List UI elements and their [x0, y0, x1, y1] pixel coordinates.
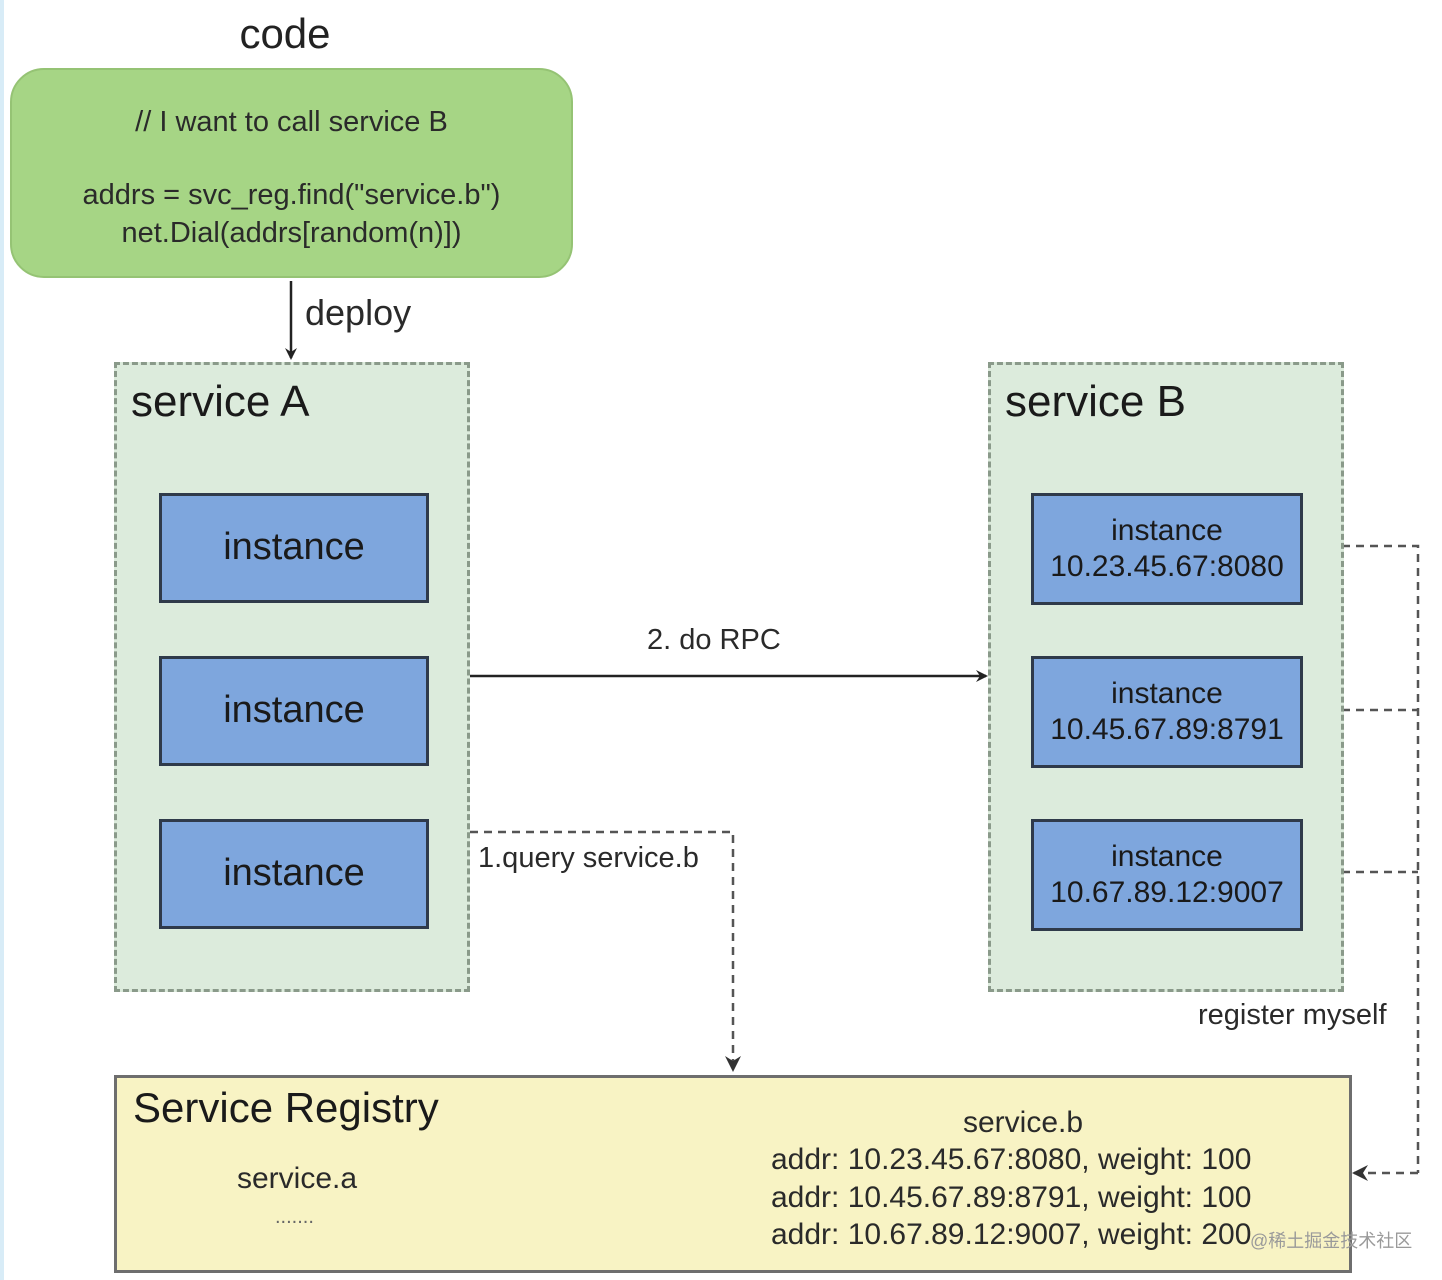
service-b-box: service B instance 10.23.45.67:8080 inst… [988, 362, 1344, 992]
register-line-1 [1300, 544, 1420, 1173]
instance-label: instance [1111, 514, 1223, 547]
registry-entry: addr: 10.23.45.67:8080, weight: 100 [771, 1143, 1252, 1176]
registry-ellipsis: ....... [275, 1206, 314, 1228]
registry-entry: addr: 10.67.89.12:9007, weight: 200 [771, 1218, 1252, 1251]
service-b-title: service B [1005, 377, 1186, 426]
code-line-dial: net.Dial(addrs[random(n)]) [121, 217, 462, 249]
rpc-label: 2. do RPC [647, 624, 781, 656]
left-edge-strip [0, 0, 4, 1280]
service-b-instance: instance 10.23.45.67:8080 [1031, 493, 1303, 605]
service-registry-box: Service Registry service.a ....... servi… [114, 1075, 1352, 1273]
service-a-title: service A [131, 377, 310, 426]
code-box: // I want to call service B addrs = svc_… [10, 68, 573, 278]
query-label: 1.query service.b [478, 842, 699, 874]
service-b-instance: instance 10.67.89.12:9007 [1031, 819, 1303, 931]
service-a-box: service A instance instance instance [114, 362, 470, 992]
query-arrow [470, 830, 741, 1072]
instance-address: 10.45.67.89:8791 [1050, 713, 1284, 746]
watermark-text: @稀土掘金技术社区 [1250, 1231, 1413, 1251]
instance-label: instance [1111, 677, 1223, 710]
instance-address: 10.23.45.67:8080 [1050, 550, 1284, 583]
code-comment: // I want to call service B [135, 106, 448, 138]
code-title: code [239, 10, 331, 57]
deploy-label: deploy [305, 292, 412, 333]
registry-title: Service Registry [133, 1084, 439, 1131]
service-a-instance: instance [159, 819, 429, 929]
registry-service-a: service.a [237, 1162, 358, 1195]
registry-entry: addr: 10.45.67.89:8791, weight: 100 [771, 1181, 1252, 1214]
service-a-instance: instance [159, 493, 429, 603]
service-b-instance: instance 10.45.67.89:8791 [1031, 656, 1303, 768]
code-line-find: addrs = svc_reg.find("service.b") [82, 179, 501, 211]
service-a-instance: instance [159, 656, 429, 766]
register-label: register myself [1198, 999, 1387, 1031]
registry-service-b: service.b [963, 1106, 1084, 1139]
instance-label: instance [1111, 840, 1223, 873]
instance-address: 10.67.89.12:9007 [1050, 876, 1284, 909]
